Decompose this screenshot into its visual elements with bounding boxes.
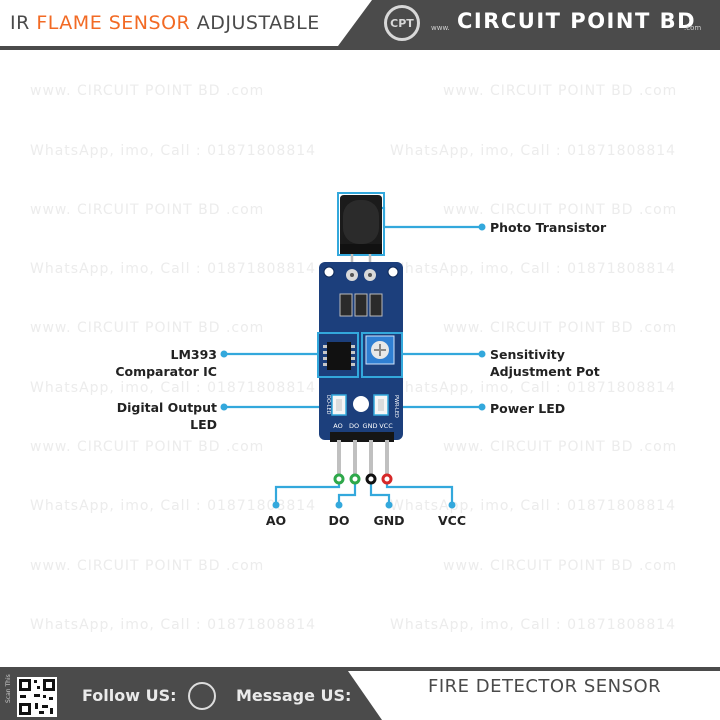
header-left-panel <box>0 0 380 46</box>
watermark-text: www. CIRCUIT POINT BD .com <box>30 83 265 99</box>
label-sensitivity-line1: Sensitivity <box>490 347 565 362</box>
watermark-text: WhatsApp, imo, Call : 01871808814 <box>390 617 677 633</box>
watermark-text: www. CIRCUIT POINT BD .com <box>443 83 678 99</box>
label-power-led: Power LED <box>490 401 566 416</box>
callout-dot <box>478 403 486 411</box>
label-sensitivity-line2: Adjustment Pot <box>490 364 600 379</box>
watermark-text: www. CIRCUIT POINT BD .com <box>443 320 678 336</box>
pin-label-vcc: VCC <box>437 513 467 528</box>
callout-dot <box>385 501 393 509</box>
watermark-text: WhatsApp, imo, Call : 01871808814 <box>30 617 317 633</box>
pcb-board <box>317 262 403 440</box>
watermark-text: www. CIRCUIT POINT BD .com <box>443 439 678 455</box>
message-us-label: Message US: <box>236 686 352 705</box>
header-pins <box>330 432 394 476</box>
callout-pin-vcc <box>385 479 454 505</box>
pin-ring-vcc <box>381 473 393 485</box>
label-lm393-line1: LM393 <box>170 347 218 362</box>
label-sensitivity: Sensitivity Adjustment Pot <box>490 346 600 380</box>
brand-name: CIRCUIT POINT BD <box>457 9 697 33</box>
pin-ring-gnd <box>365 473 377 485</box>
watermark-text: www. CIRCUIT POINT BD .com <box>30 558 265 574</box>
silk-pin-label: GND <box>363 422 378 430</box>
page-title: IR FLAME SENSOR ADJUSTABLE <box>10 12 320 34</box>
footer-divider <box>0 667 720 671</box>
label-digital-line1: Digital Output <box>116 400 217 415</box>
watermark-text: WhatsApp, imo, Call : 01871808814 <box>30 380 317 396</box>
title-suffix: ADJUSTABLE <box>190 12 320 34</box>
watermark-text: WhatsApp, imo, Call : 01871808814 <box>30 143 317 159</box>
silk-pwr-led: PWR-LED <box>393 395 399 418</box>
pin-label-ao: AO <box>265 513 287 528</box>
silk-do-led: DO-LED <box>325 395 331 415</box>
callout-dot <box>272 501 280 509</box>
watermark-text: www. CIRCUIT POINT BD .com <box>443 558 678 574</box>
label-digital-line2: LED <box>190 417 217 432</box>
pin-label-do: DO <box>328 513 350 528</box>
title-accent: FLAME SENSOR <box>36 12 191 34</box>
watermark-text: WhatsApp, imo, Call : 01871808814 <box>390 261 677 277</box>
label-lm393-line2: Comparator IC <box>115 364 217 379</box>
pin-ring-do <box>349 473 361 485</box>
label-lm393: LM393 Comparator IC <box>100 346 217 380</box>
callout-dot <box>478 223 486 231</box>
silk-pin-label: AO <box>333 422 342 430</box>
follow-us-label: Follow US: <box>82 686 177 705</box>
callout-pin-gnd <box>369 479 391 505</box>
callout-pin-ao <box>274 479 341 505</box>
watermark-text: www. CIRCUIT POINT BD .com <box>443 202 678 218</box>
label-digital-output: Digital Output LED <box>100 399 217 433</box>
watermark-text: WhatsApp, imo, Call : 01871808814 <box>390 143 677 159</box>
callout-dot <box>478 350 486 358</box>
callout-pin-do <box>337 479 357 505</box>
silk-pin-label: VCC <box>379 422 393 430</box>
product-name: FIRE DETECTOR SENSOR <box>428 676 662 697</box>
callout-dot <box>448 501 456 509</box>
callout-dot <box>220 403 228 411</box>
header-divider <box>0 46 720 50</box>
pin-rings <box>333 473 393 485</box>
callout-dot <box>220 350 228 358</box>
label-photo-transistor: Photo Transistor <box>490 220 607 235</box>
callout-dots <box>220 223 486 509</box>
scan-label: Scan This <box>5 674 12 703</box>
pin-label-gnd: GND <box>373 513 405 528</box>
qr-code-icon[interactable] <box>17 677 57 717</box>
watermark-text: WhatsApp, imo, Call : 01871808814 <box>30 261 317 277</box>
brand-logo-icon: CPT <box>384 5 420 41</box>
board-silk: AO DO GND VCC DO-LED PWR-LED <box>325 395 399 430</box>
watermark-text: www. CIRCUIT POINT BD .com <box>30 202 265 218</box>
title-prefix: IR <box>10 12 37 34</box>
watermark-text: www. CIRCUIT POINT BD .com <box>30 439 265 455</box>
callout-photo-transistor <box>382 206 482 229</box>
brand-www: www. <box>431 24 450 32</box>
watermark-text: WhatsApp, imo, Call : 01871808814 <box>390 380 677 396</box>
watermark-text: WhatsApp, imo, Call : 01871808814 <box>30 498 317 514</box>
brand-com: .com <box>684 24 702 32</box>
watermark-text: www. CIRCUIT POINT BD .com <box>30 320 265 336</box>
silk-pin-label: DO <box>349 422 359 430</box>
pin-ring-ao <box>333 473 345 485</box>
message-bubble-icon[interactable] <box>188 682 216 710</box>
brand-logo-text: CPT <box>390 16 414 30</box>
callout-dot <box>335 501 343 509</box>
photo-transistor <box>337 192 385 272</box>
watermark-text: WhatsApp, imo, Call : 01871808814 <box>390 498 677 514</box>
